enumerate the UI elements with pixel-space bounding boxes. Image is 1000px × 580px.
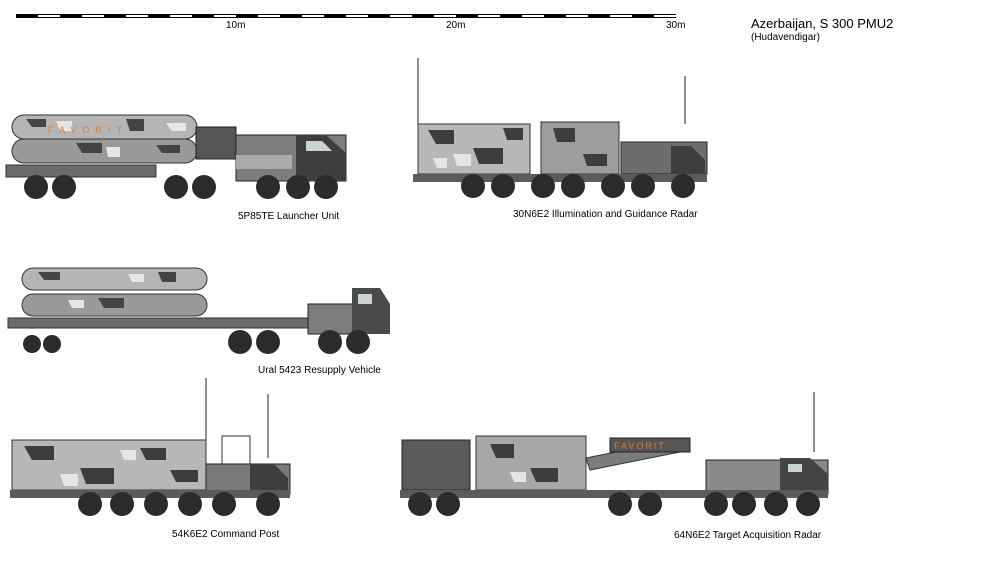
illumination-radar-drawing (413, 58, 708, 198)
caption-resupply-vehicle: Ural 5423 Resupply Vehicle (258, 365, 381, 376)
command-post-drawing (10, 378, 291, 516)
scale-tick-10m: 10m (226, 20, 246, 31)
caption-command-post: 54K6E2 Command Post (172, 529, 280, 540)
target-acquisition-radar-drawing: FAVORIT (400, 392, 829, 516)
resupply-vehicle-drawing (7, 267, 390, 354)
scale-tick-20m: 20m (446, 20, 466, 31)
caption-target-acquisition-radar: 64N6E2 Target Acquisition Radar (674, 530, 822, 541)
launcher-vehicle-drawing: FAVORIT (5, 114, 347, 199)
page-title: Azerbaijan, S 300 PMU2 (751, 16, 894, 31)
caption-launcher-unit: 5P85TE Launcher Unit (238, 211, 340, 222)
launcher-marking-text: FAVORIT (48, 125, 128, 135)
page-subtitle: (Hudavendigar) (751, 32, 820, 43)
radar-marking-text: FAVORIT (614, 441, 666, 451)
caption-illumination-radar: 30N6E2 Illumination and Guidance Radar (513, 209, 698, 220)
scale-bar (16, 14, 676, 18)
scale-tick-30m: 30m (666, 20, 686, 31)
